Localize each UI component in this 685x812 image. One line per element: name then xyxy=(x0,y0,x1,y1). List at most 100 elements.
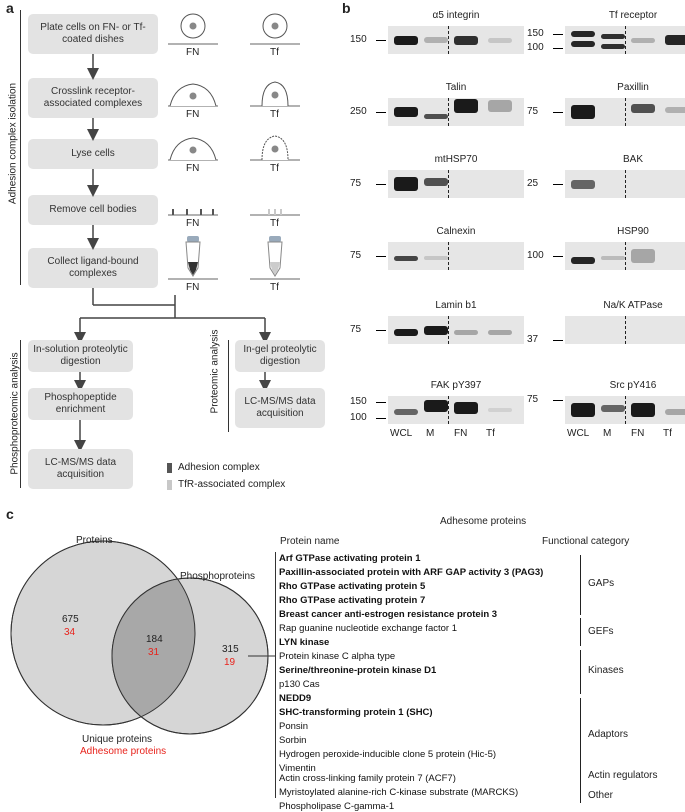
blot-divider xyxy=(448,170,449,198)
table-title: Adhesome proteins xyxy=(440,516,527,527)
category-other: Other xyxy=(588,790,614,801)
blot-band xyxy=(454,402,478,414)
bracket-adaptors xyxy=(580,698,581,776)
blot-band xyxy=(665,409,685,415)
blot-title: mtHSP70 xyxy=(434,154,478,165)
blot-band xyxy=(571,179,595,189)
protein-name: Protein kinase C alpha type xyxy=(279,651,396,662)
fn-label-5: FN xyxy=(186,282,200,293)
bracket-kinases xyxy=(580,650,581,694)
col-functional-category: Functional category xyxy=(542,536,630,547)
mw-tick xyxy=(553,184,563,185)
blot-image xyxy=(388,98,524,126)
category-actin-regulators: Actin regulators xyxy=(588,770,658,781)
mw-marker: 100 xyxy=(350,412,367,423)
blot-title: Lamin b1 xyxy=(435,300,477,311)
phospho-bracket xyxy=(20,340,21,488)
panel-b-label: b xyxy=(342,0,351,16)
blot-band xyxy=(424,256,448,260)
mw-tick xyxy=(553,48,563,49)
protein-name: Paxillin-associated protein with ARF GAP… xyxy=(279,567,544,578)
blot-band xyxy=(631,249,655,263)
blot-band xyxy=(601,33,625,39)
blot-band xyxy=(631,103,655,113)
step-lcms-right: LC-MS/MS data acquisition xyxy=(235,388,325,428)
blot-band xyxy=(631,403,655,417)
blot-band xyxy=(488,100,512,112)
venn-overlap-adhesome: 31 xyxy=(148,647,160,658)
mw-marker: 75 xyxy=(350,178,362,189)
blot-title: Na/K ATPase xyxy=(603,300,663,311)
blot-band xyxy=(394,177,418,191)
lane-label: Tf xyxy=(663,428,672,439)
protein-name: Myristoylated alanine-rich C-kinase subs… xyxy=(279,787,519,798)
venn-right-adhesome: 19 xyxy=(224,657,236,668)
protein-name: SHC-transforming protein 1 (SHC) xyxy=(279,707,433,718)
step-ingel-digestion: In-gel proteolytic digestion xyxy=(235,340,325,372)
step-plate: Plate cells on FN- or Tf-coated dishes xyxy=(28,14,158,54)
mw-tick xyxy=(553,112,563,113)
venn-diagram xyxy=(10,540,275,735)
blot-band xyxy=(571,31,595,37)
blot-band xyxy=(601,43,625,49)
category-gaps: GAPs xyxy=(588,578,615,589)
panel-c-label: c xyxy=(6,506,14,522)
blot-band xyxy=(394,328,418,336)
blot-band xyxy=(454,329,478,335)
tf-label-1: Tf xyxy=(270,47,279,58)
category-kinases: Kinases xyxy=(588,665,624,676)
mw-marker: 25 xyxy=(527,178,539,189)
lane-label: FN xyxy=(631,428,645,439)
blot-band xyxy=(424,113,448,119)
blot-image xyxy=(388,396,524,424)
protein-name: Breast cancer anti-estrogen resistance p… xyxy=(279,609,498,620)
blot-band xyxy=(424,325,448,335)
blot-band xyxy=(394,107,418,117)
bracket-gefs xyxy=(580,618,581,646)
protein-name: Rap guanine nucleotide exchange factor 1 xyxy=(279,623,457,634)
bracket-other xyxy=(580,790,581,803)
protein-name: Phospholipase C-gamma-1 xyxy=(279,801,395,812)
venn-phospho-label: Phosphoproteins xyxy=(180,571,256,582)
protein-name: LYN kinase xyxy=(279,637,330,648)
step-collect: Collect ligand-bound complexes xyxy=(28,248,158,288)
tf-label-4: Tf xyxy=(270,218,279,229)
proteomic-side-label: Proteomic analysis xyxy=(209,329,221,414)
bracket-actin xyxy=(580,764,581,790)
tf-label-2: Tf xyxy=(270,109,279,120)
mw-tick xyxy=(376,184,386,185)
blot-divider xyxy=(448,316,449,344)
blot-band xyxy=(571,256,595,264)
blot-title: Src pY416 xyxy=(609,380,657,391)
mw-marker: 100 xyxy=(527,42,544,53)
blot-band xyxy=(665,107,685,113)
lane-label: FN xyxy=(454,428,468,439)
step-crosslink: Crosslink receptor-associated complexes xyxy=(28,78,158,118)
category-gefs: GEFs xyxy=(588,626,614,637)
blot-band xyxy=(454,35,478,45)
venn-right-total: 315 xyxy=(222,644,239,655)
blot-band xyxy=(488,408,512,412)
venn-left-adhesome: 34 xyxy=(64,627,76,638)
tf-label-3: Tf xyxy=(270,163,279,174)
mw-tick xyxy=(376,402,386,403)
fn-label-2: FN xyxy=(186,109,200,120)
protein-name: Ponsin xyxy=(279,721,309,732)
fn-label-1: FN xyxy=(186,47,200,58)
legend-tfr: TfR-associated complex xyxy=(178,479,286,490)
blot-image xyxy=(565,98,685,126)
mw-tick xyxy=(376,112,386,113)
blot-image xyxy=(388,242,524,270)
legend-adhesion: Adhesion complex xyxy=(178,462,260,473)
blot-band xyxy=(571,403,595,417)
venn-overlap-total: 184 xyxy=(146,634,163,645)
legend-swatch-tfr xyxy=(167,480,172,490)
mw-tick xyxy=(376,418,386,419)
mw-marker: 75 xyxy=(350,250,362,261)
blot-band xyxy=(601,256,625,260)
step-lcms-left: LC-MS/MS data acquisition xyxy=(28,449,133,489)
blot-title: Paxillin xyxy=(617,82,649,93)
blot-divider xyxy=(625,396,626,424)
blot-title: FAK pY397 xyxy=(430,380,482,391)
blot-title: α5 integrin xyxy=(432,10,480,21)
